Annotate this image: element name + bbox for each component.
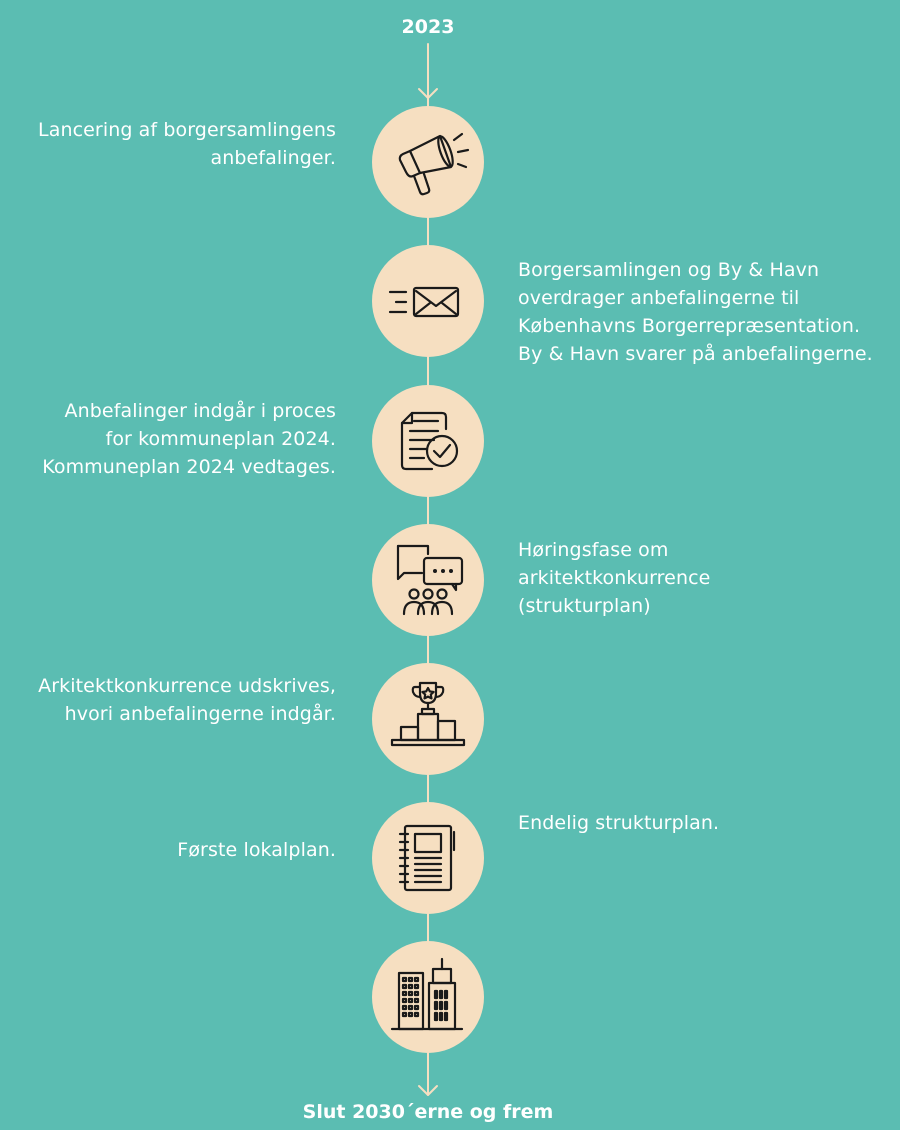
end-arrow-icon xyxy=(418,1085,438,1096)
milestone-6-circle xyxy=(372,802,484,914)
start-arrow-icon xyxy=(418,88,438,99)
envelope-icon xyxy=(388,286,460,318)
trophy-podium-icon xyxy=(390,681,466,747)
milestone-4-text: Høringsfase om arkitektkonkurrence (stru… xyxy=(518,539,711,617)
discussion-group-icon xyxy=(396,544,464,616)
buildings-icon xyxy=(390,957,464,1031)
milestone-5-circle xyxy=(372,663,484,775)
milestone-2-circle xyxy=(372,245,484,357)
milestone-7-text: Første lokalplan. xyxy=(177,839,336,861)
milestone-4-circle xyxy=(372,524,484,636)
start-year-label: 2023 xyxy=(401,16,455,38)
milestone-3-circle xyxy=(372,385,484,497)
end-period-label: Slut 2030´erne og frem xyxy=(302,1101,554,1123)
document-check-icon xyxy=(400,411,459,471)
notebook-plan-icon xyxy=(398,824,456,892)
milestone-6-text: Endelig strukturplan. xyxy=(518,812,720,834)
milestone-1-circle xyxy=(372,106,484,218)
milestone-7-circle xyxy=(372,941,484,1053)
milestone-2-text: Borgersamlingen og By & Havn overdrager … xyxy=(518,259,873,365)
milestone-3-text: Anbefalinger indgår i proces for kommune… xyxy=(42,400,336,478)
milestone-1-text: Lancering af borgersamlingens anbefaling… xyxy=(38,119,336,169)
milestone-5-text: Arkitektkonkurrence udskrives, hvori anb… xyxy=(38,675,336,725)
megaphone-icon xyxy=(398,132,470,196)
